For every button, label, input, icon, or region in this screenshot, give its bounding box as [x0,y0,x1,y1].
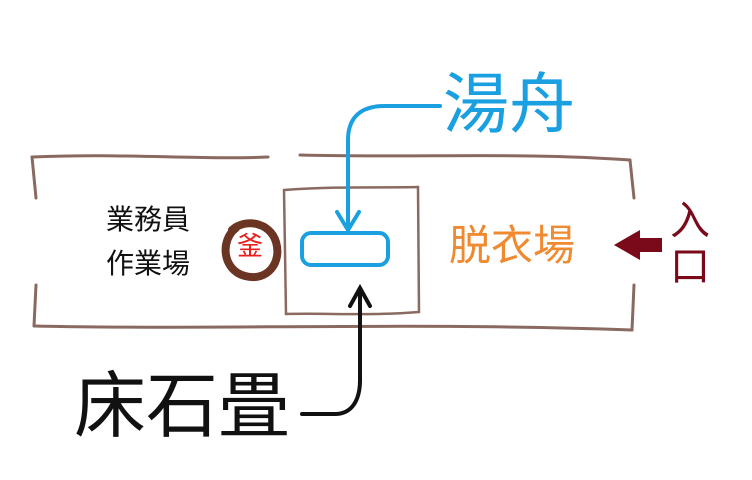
bathtub-label: 湯舟 [443,66,575,143]
kama-ring [221,219,282,282]
entrance-arrow [614,230,662,260]
changing-room-label: 脱衣場 [449,221,576,270]
entrance-label: 入口 [670,198,710,290]
kama-label: 釜 [237,232,264,262]
bath-room-wall [282,185,421,316]
bathtub-shape [300,231,390,267]
stone-floor-label: 床石畳 [74,364,291,448]
office-label-line2: 作業場 [106,247,191,280]
stone-floor-arrow [300,283,372,416]
office-label-line1: 業務員 [106,203,191,236]
bathtub-arrow [335,104,442,234]
